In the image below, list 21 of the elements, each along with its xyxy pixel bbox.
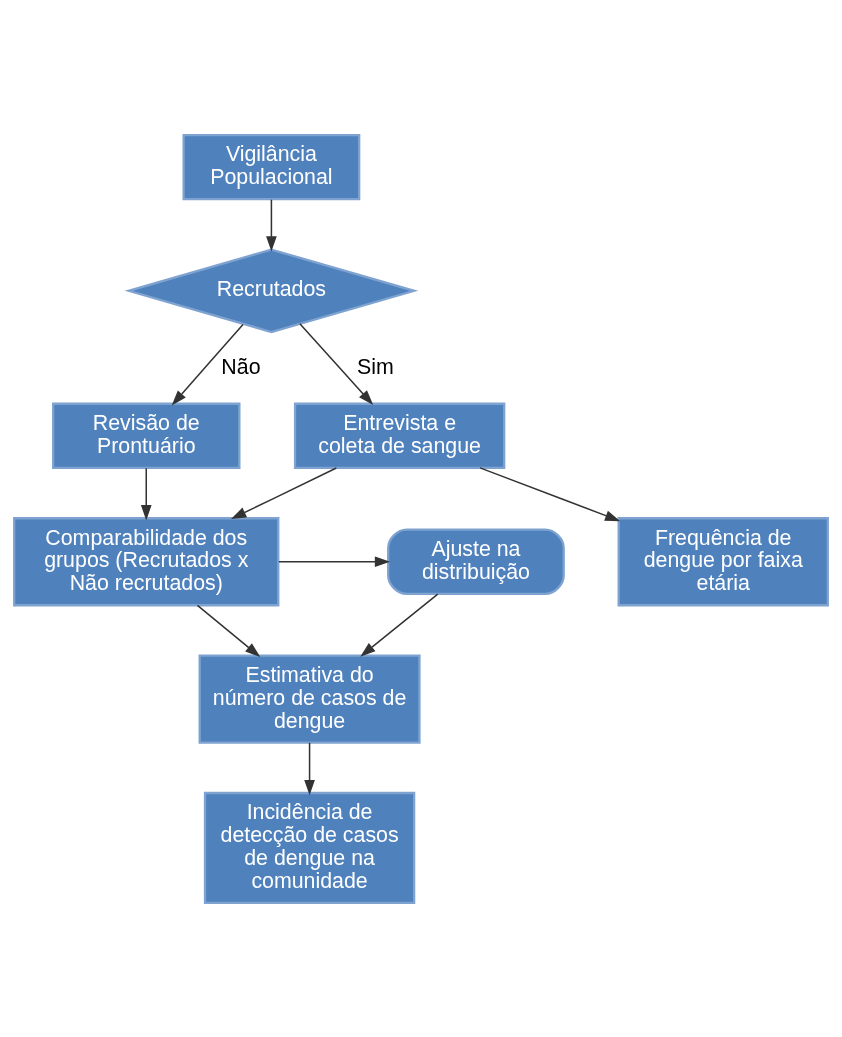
node-box: Comparabilidade dos grupos (Recrutados x Não recrutados) [13, 516, 280, 606]
edge-label: Sim [356, 354, 394, 379]
node-box: Estimativa do número de casos de dengue [198, 653, 421, 744]
node-box: Entrevista e coleta de sangue [293, 402, 506, 469]
arrow [231, 466, 338, 519]
node-box: Vigilância Populacional [182, 133, 361, 200]
node-box: Incidência de detecção de casos de dengue na comunidade [203, 791, 416, 904]
arrow [140, 467, 152, 520]
arrow [299, 322, 374, 405]
arrow [278, 555, 391, 567]
arrow [304, 741, 315, 795]
node-box: Revisão de Prontuário [52, 402, 241, 469]
node-box: Ajuste na distribuição [387, 528, 565, 595]
node-diamond: Recrutados [124, 247, 419, 333]
edge-label: Não [221, 354, 261, 379]
arrow [196, 604, 261, 657]
arrow [266, 198, 277, 252]
arrow [171, 323, 244, 405]
arrow [360, 592, 439, 657]
arrow [479, 466, 621, 521]
node-box: Frequência de dengue por faixa etária [617, 516, 829, 606]
